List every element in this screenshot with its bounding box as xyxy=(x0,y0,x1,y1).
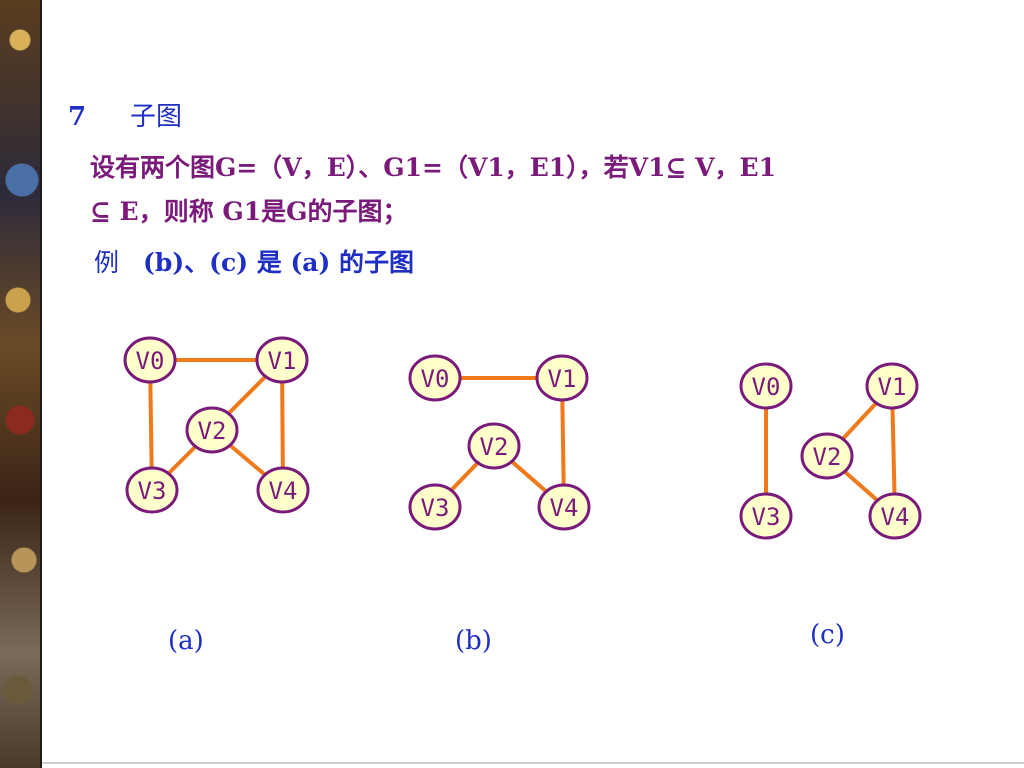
node-label: V0 xyxy=(421,365,450,393)
node-label: V1 xyxy=(878,373,907,401)
example-line: 例 (b)、(c) 是 (a) 的子图 xyxy=(94,243,414,279)
node-circle xyxy=(123,336,177,384)
node-circle xyxy=(739,492,793,540)
node-label: V3 xyxy=(421,494,450,522)
node-v1: V1 xyxy=(535,354,589,402)
example-tag: 例 xyxy=(94,248,120,277)
node-circle xyxy=(408,354,462,402)
decorative-side-strip xyxy=(0,0,42,768)
node-v3: V3 xyxy=(408,483,462,531)
node-v4: V4 xyxy=(256,466,310,514)
section-title: 子图 xyxy=(130,102,183,132)
definition-line-2: ⊆ E，则称 G1是G的子图； xyxy=(90,197,408,226)
definition-line-1: 设有两个图G=（V，E）、G1=（V1，E1），若V1⊆ V，E1 xyxy=(90,153,776,182)
node-label: V0 xyxy=(752,373,781,401)
node-circle xyxy=(467,422,521,470)
node-label: V2 xyxy=(480,433,509,461)
node-circle xyxy=(256,466,310,514)
node-v2: V2 xyxy=(800,432,854,480)
node-label: V2 xyxy=(198,417,227,445)
section-number: 7 xyxy=(68,102,87,132)
node-v0: V0 xyxy=(408,354,462,402)
node-v0: V0 xyxy=(123,336,177,384)
caption-a: (a) xyxy=(168,626,204,656)
node-circle xyxy=(537,483,591,531)
node-v4: V4 xyxy=(537,483,591,531)
bottom-divider xyxy=(42,762,1024,764)
section-heading: 7 子图 xyxy=(68,96,182,133)
node-label: V4 xyxy=(550,494,579,522)
node-circle xyxy=(868,492,922,540)
node-label: V1 xyxy=(548,365,577,393)
node-circle xyxy=(535,354,589,402)
node-v1: V1 xyxy=(865,362,919,410)
node-v2: V2 xyxy=(467,422,521,470)
node-label: V3 xyxy=(138,477,167,505)
node-circle xyxy=(185,406,239,454)
node-circle xyxy=(408,483,462,531)
caption-c: (c) xyxy=(810,620,845,650)
node-label: V0 xyxy=(136,347,165,375)
node-v0: V0 xyxy=(739,362,793,410)
node-v2: V2 xyxy=(185,406,239,454)
node-label: V4 xyxy=(269,477,298,505)
caption-b: (b) xyxy=(455,626,492,656)
node-circle xyxy=(800,432,854,480)
node-label: V1 xyxy=(268,347,297,375)
node-circle xyxy=(865,362,919,410)
node-v1: V1 xyxy=(255,336,309,384)
node-label: V4 xyxy=(881,503,910,531)
definition-paragraph: 设有两个图G=（V，E）、G1=（V1，E1），若V1⊆ V，E1 ⊆ E，则称… xyxy=(90,146,990,234)
node-label: V3 xyxy=(752,503,781,531)
example-text: (b)、(c) 是 (a) 的子图 xyxy=(143,248,414,277)
node-circle xyxy=(125,466,179,514)
node-v4: V4 xyxy=(868,492,922,540)
node-label: V2 xyxy=(813,443,842,471)
node-v3: V3 xyxy=(739,492,793,540)
node-v3: V3 xyxy=(125,466,179,514)
node-circle xyxy=(739,362,793,410)
node-circle xyxy=(255,336,309,384)
